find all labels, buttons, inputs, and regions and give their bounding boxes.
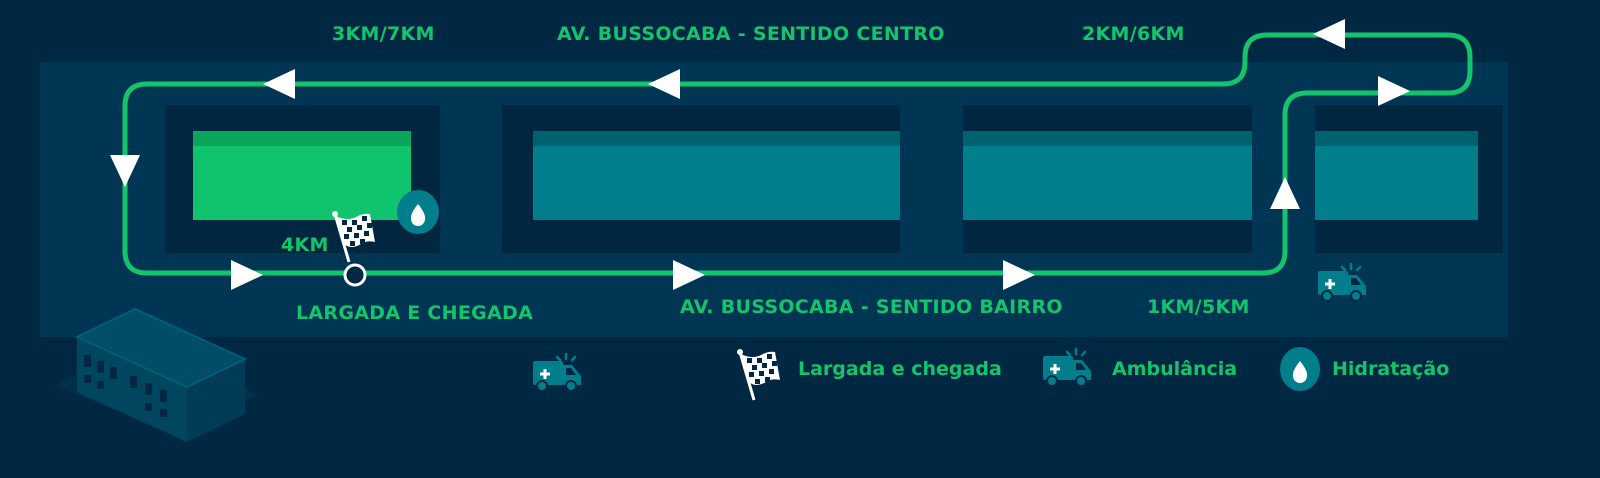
arrow-right-icon <box>1003 260 1035 290</box>
arrow-down-icon <box>110 155 140 187</box>
arrow-left-icon <box>648 69 680 99</box>
city-block-3 <box>963 105 1252 253</box>
street-label-bairro: AV. BUSSOCABA - SENTIDO BAIRRO <box>680 296 1063 318</box>
legend-flag-icon <box>735 347 782 402</box>
start-finish-label: LARGADA E CHEGADA <box>296 302 534 324</box>
city-block-start <box>165 105 440 253</box>
direction-arrows <box>110 19 1410 290</box>
race-route <box>122 32 1473 276</box>
legend-label-hydration: Hidratação <box>1332 358 1450 380</box>
ambulance-icon <box>531 352 583 393</box>
arrow-right-icon <box>673 260 705 290</box>
legend-label-ambulance: Ambulância <box>1112 358 1238 380</box>
arrow-left-icon <box>1313 19 1345 49</box>
arrow-right-icon <box>231 260 263 290</box>
hydration-point-icon <box>397 190 439 234</box>
city-block-2 <box>502 105 900 253</box>
legend-label-start: Largada e chegada <box>798 358 1002 380</box>
legend-hydration-icon <box>1280 347 1320 391</box>
city-block-4 <box>1315 105 1503 253</box>
street-label-centro: AV. BUSSOCABA - SENTIDO CENTRO <box>557 23 945 45</box>
arrow-right-icon <box>1378 76 1410 106</box>
distance-label: 4KM <box>281 234 329 256</box>
arrow-left-icon <box>263 69 295 99</box>
legend-ambulance-icon <box>1041 347 1093 388</box>
building-icon <box>55 307 260 442</box>
start-finish-marker <box>330 209 377 287</box>
distance-label: 1KM/5KM <box>1147 296 1250 318</box>
distance-label: 3KM/7KM <box>332 23 435 45</box>
arrow-up-icon <box>1270 177 1300 209</box>
distance-label: 2KM/6KM <box>1082 23 1185 45</box>
